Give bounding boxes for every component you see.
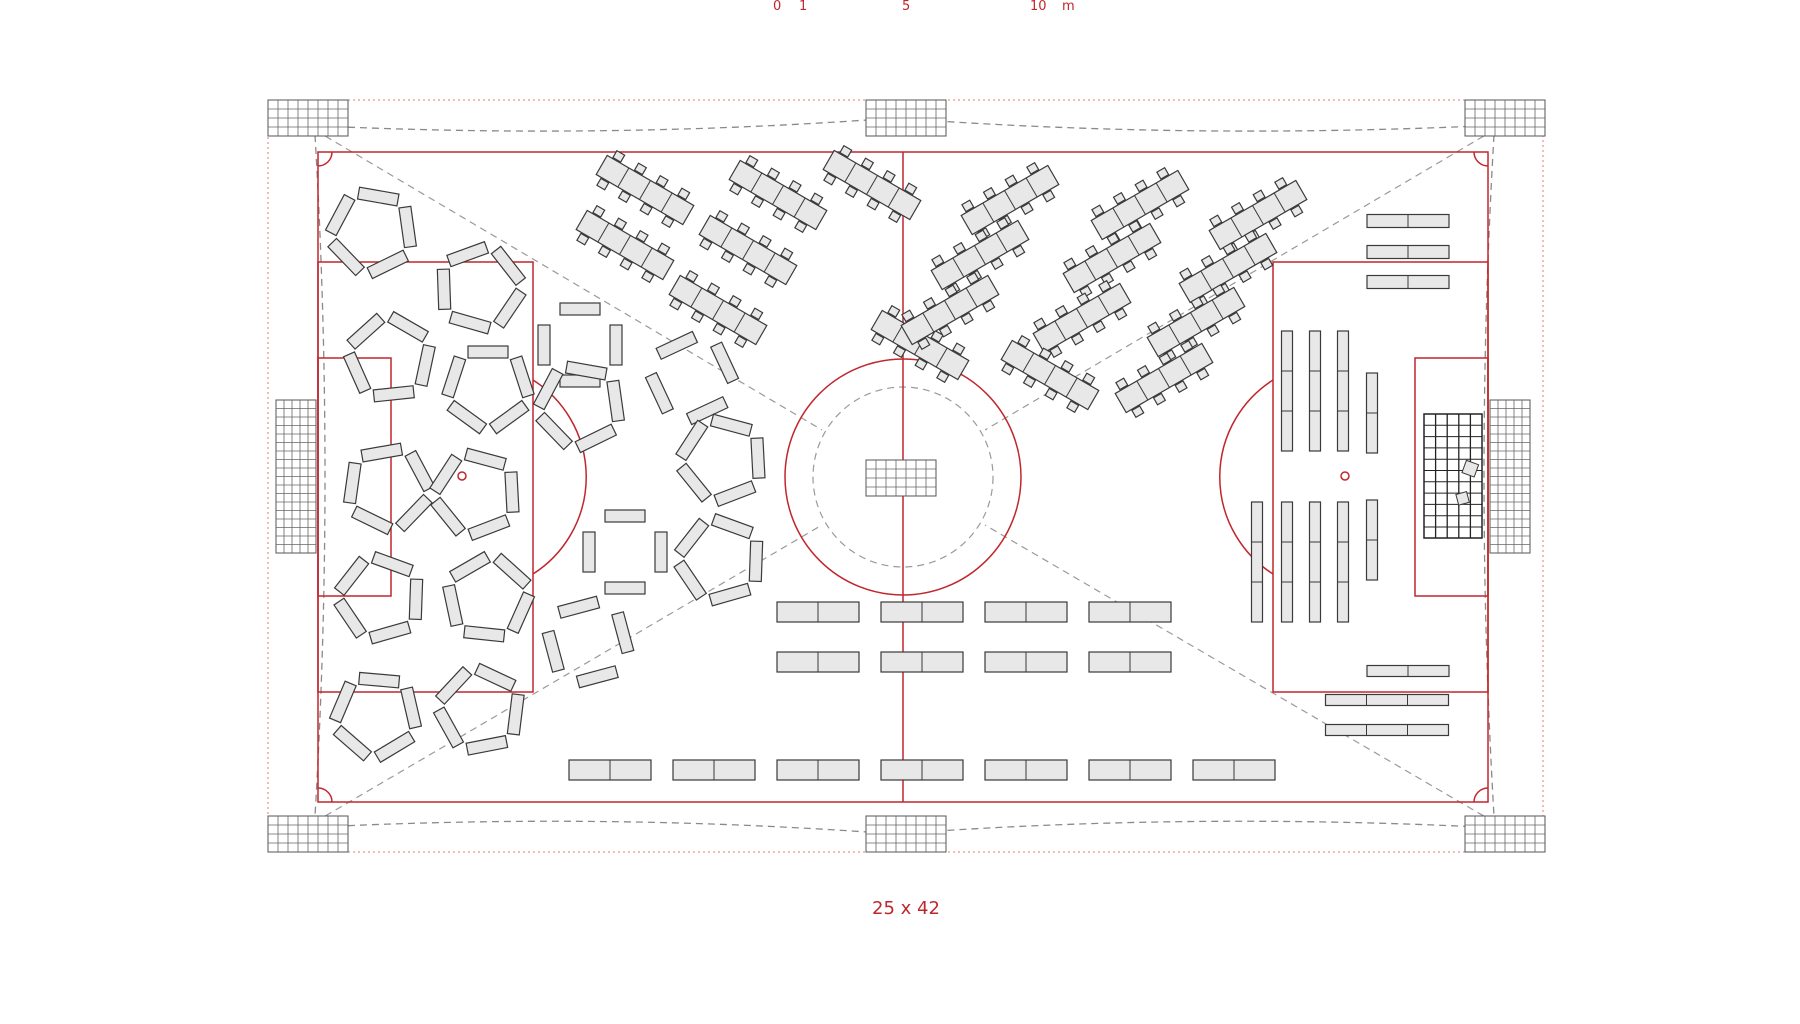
table-row [1366,664,1450,678]
desk-row [930,216,1030,296]
pentagon-cluster [342,310,436,403]
pentagon-clusters [324,186,766,764]
pentagon-cluster [582,509,668,595]
desk-row [1000,334,1100,414]
light-grids [267,99,1546,853]
light-grid-3 [1464,99,1546,137]
table-row [1088,759,1172,781]
table-row [1088,651,1172,673]
desk-row [668,269,768,349]
light-grid-6 [1464,815,1546,853]
scale-bar: 0 1 5 10 m [773,0,1075,14]
table-row [880,759,964,781]
desk-row [728,154,828,234]
desk-row [822,144,922,224]
bench-row [1365,372,1379,454]
pentagon-cluster [342,442,436,536]
pentagon-cluster [324,186,418,280]
pentagon-cluster [436,240,527,335]
desk-row [960,161,1060,241]
desk-row [1114,339,1214,419]
pentagon-cluster [532,360,626,454]
desk-row [900,271,1000,351]
light-grid-1 [267,99,349,137]
table-row [672,759,756,781]
pentagon-cluster [328,671,423,764]
table-row [1366,213,1450,229]
desk-row [1178,229,1278,309]
bench-row [1308,330,1322,452]
table-row [1366,274,1450,290]
pentagon-cluster [429,447,520,542]
center-stage-grid [865,459,937,497]
scale-label-unit: m [1062,0,1075,14]
table-row [776,601,860,623]
table-row [1366,244,1450,260]
table-row [984,759,1068,781]
bench-row [1280,330,1294,452]
table-row [1192,759,1276,781]
bench-row [1336,330,1350,452]
table-row [1324,693,1450,707]
scale-label-5: 5 [902,0,910,14]
table-row [776,651,860,673]
bench-row [1336,501,1350,623]
goal-net-left [275,399,317,554]
scale-label-0: 0 [773,0,781,14]
goal-net-right [1489,399,1531,554]
field-dimensions-label: 25 x 42 [872,898,940,919]
pentagon-cluster [432,662,525,756]
pentagon-cluster [537,302,623,388]
pentagon-cluster [644,330,740,426]
table-row [880,651,964,673]
bench-row [1308,501,1322,623]
pentagon-cluster [441,345,535,435]
bench-row [1280,501,1294,623]
vertical-bench-rows [1250,330,1379,623]
desk-row [595,149,695,229]
bleacher-seating [1423,413,1483,539]
bench-row [1365,499,1379,581]
table-row [568,759,652,781]
angled-desk-rows [575,144,1308,419]
desk-row [1032,279,1132,359]
pentagon-cluster [675,413,766,508]
table-row [984,651,1068,673]
desk-row [1062,219,1162,299]
table-row [880,601,964,623]
table-row [1088,601,1172,623]
scale-label-1: 1 [799,0,807,14]
straight-table-rows [568,213,1450,781]
outer-boundary [267,99,1544,853]
desk-row [575,204,675,284]
table-row [984,601,1068,623]
pentagon-cluster [333,550,424,645]
table-row [776,759,860,781]
bench-row [1250,501,1264,623]
table-row [1324,723,1450,737]
goal-left [275,399,317,554]
pentagon-cluster [442,550,536,643]
light-grid-2 [865,99,947,137]
dashed-perimeter [299,117,1501,835]
goal-right [1489,399,1531,554]
scale-label-10: 10 [1030,0,1047,14]
desk-row [698,209,798,289]
bleacher-block [1423,413,1483,539]
desk-row [1146,283,1246,363]
pentagon-cluster [673,512,764,607]
light-grid-5 [865,815,947,853]
light-grid-4 [267,815,349,853]
pentagon-cluster [541,595,635,689]
